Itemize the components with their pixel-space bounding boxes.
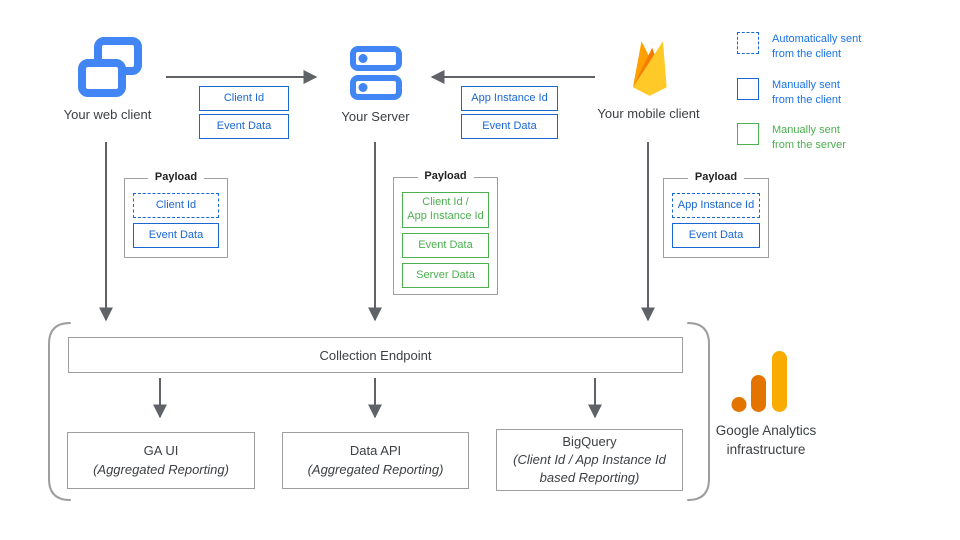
bigquery-box: BigQuery (Client Id / App Instance Id ba…: [496, 429, 683, 491]
payload-title: Payload: [147, 171, 205, 183]
flow-labels-web-to-server: Client Id Event Data: [199, 86, 289, 139]
legend: Automatically sent from the client Manua…: [737, 32, 861, 153]
payload-item-server-data: Server Data: [402, 263, 489, 288]
mobile-client-label: Your mobile client: [597, 106, 700, 121]
flow-tag-client-id: Client Id: [199, 86, 289, 111]
legend-row-auto-client: Automatically sent from the client: [737, 32, 861, 62]
flow-tag-event-data: Event Data: [461, 114, 558, 139]
legend-label: Manually sent from the client: [772, 78, 842, 106]
legend-swatch-dashed-blue: [737, 32, 759, 54]
web-client-label: Your web client: [63, 107, 152, 122]
infrastructure-bracket-right: [687, 322, 710, 501]
firebase-icon: [632, 41, 667, 96]
legend-swatch-solid-green: [737, 123, 759, 146]
payload-mobile: Payload App Instance Id Event Data: [663, 171, 769, 258]
node-mobile-client: Your mobile client: [591, 38, 706, 121]
legend-row-manual-server: Manually sent from the server: [737, 123, 861, 153]
ga-ui-title: GA UI: [143, 443, 179, 459]
payload-item-event-data: Event Data: [133, 223, 219, 248]
infrastructure-caption: Google Analytics infrastructure: [715, 423, 817, 457]
payload-web: Payload Client Id Event Data: [124, 171, 228, 258]
ga-ui-subtitle: (Aggregated Reporting): [93, 461, 229, 477]
collection-endpoint-box: Collection Endpoint: [68, 337, 683, 373]
legend-swatch-solid-blue: [737, 77, 759, 100]
legend-row-manual-client: Manually sent from the client: [737, 77, 861, 108]
data-api-title: Data API: [349, 443, 402, 459]
flow-tag-event-data: Event Data: [199, 114, 289, 139]
bigquery-subtitle: (Client Id / App Instance Id based Repor…: [513, 451, 666, 486]
data-api-box: Data API (Aggregated Reporting): [282, 432, 469, 489]
flow-tag-app-instance-id: App Instance Id: [461, 86, 558, 111]
node-server: Your Server: [318, 45, 433, 124]
payload-server: Payload Client Id / App Instance Id Even…: [393, 170, 498, 295]
payload-title: Payload: [417, 170, 474, 182]
google-analytics-icon: [731, 351, 787, 412]
payload-item-event-data: Event Data: [672, 223, 760, 248]
browser-windows-icon: [77, 37, 142, 97]
bigquery-title: BigQuery: [562, 433, 617, 449]
payload-item-app-instance-id: App Instance Id: [672, 193, 760, 218]
data-api-subtitle: (Aggregated Reporting): [307, 461, 444, 477]
flow-labels-mobile-to-server: App Instance Id Event Data: [461, 86, 558, 139]
payload-title: Payload: [687, 171, 745, 183]
legend-label: Automatically sent from the client: [772, 33, 862, 60]
legend-label: Manually sent from the server: [772, 124, 846, 152]
server-stack-icon: [349, 46, 402, 100]
payload-item-client-id: Client Id: [133, 193, 219, 218]
payload-item-client-or-app-instance-id: Client Id / App Instance Id: [402, 192, 489, 228]
ga-ui-box: GA UI (Aggregated Reporting): [67, 432, 255, 489]
payload-item-event-data: Event Data: [402, 233, 489, 258]
server-label: Your Server: [341, 109, 410, 124]
node-web-client: Your web client: [50, 37, 165, 122]
